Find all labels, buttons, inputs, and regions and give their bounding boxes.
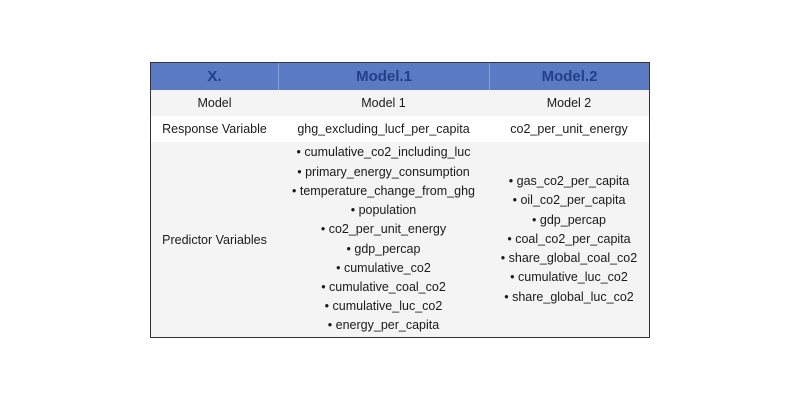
model1-predictor-list: cumulative_co2_including_luc primary_ene…	[292, 143, 475, 335]
list-item: temperature_change_from_ghg	[292, 182, 475, 201]
cell-model2-name: Model 2	[546, 96, 592, 110]
list-item: cumulative_luc_co2	[292, 297, 475, 316]
list-item: share_global_luc_co2	[501, 288, 637, 307]
list-item: energy_per_capita	[292, 316, 475, 335]
list-item: population	[292, 201, 475, 220]
header-cell-model2: Model.2	[489, 63, 649, 90]
table-row-response: Response Variable ghg_excluding_lucf_per…	[151, 116, 649, 142]
cell-model2-predictors: gas_co2_per_capita oil_co2_per_capita gd…	[489, 142, 649, 337]
row-label-model: Model	[197, 96, 232, 110]
list-item: gas_co2_per_capita	[501, 172, 637, 191]
cell-model2-response: co2_per_unit_energy	[510, 122, 628, 136]
model2-predictor-list: gas_co2_per_capita oil_co2_per_capita gd…	[501, 172, 638, 307]
list-item: gdp_percap	[501, 211, 637, 230]
list-item: cumulative_co2	[292, 259, 475, 278]
list-item: oil_co2_per_capita	[501, 191, 637, 210]
model-table: X. Model.1 Model.2 Model Model 1 Model 2…	[150, 62, 650, 338]
row-label-response: Response Variable	[162, 122, 267, 136]
list-item: gdp_percap	[292, 240, 475, 259]
list-item: co2_per_unit_energy	[292, 220, 475, 239]
list-item: share_global_coal_co2	[501, 249, 638, 268]
header-cell-model1: Model.1	[278, 63, 489, 90]
row-label-predictors: Predictor Variables	[162, 232, 267, 247]
table-row-model: Model Model 1 Model 2	[151, 90, 649, 116]
table-row-predictors: Predictor Variables cumulative_co2_inclu…	[151, 142, 649, 337]
header-cell-x: X.	[207, 68, 222, 85]
list-item: coal_co2_per_capita	[501, 230, 637, 249]
list-item: cumulative_luc_co2	[501, 268, 637, 287]
cell-model1-predictors: cumulative_co2_including_luc primary_ene…	[278, 142, 489, 337]
list-item: cumulative_co2_including_luc	[292, 143, 475, 162]
cell-model1-response: ghg_excluding_lucf_per_capita	[297, 122, 470, 136]
cell-model1-name: Model 1	[361, 96, 406, 110]
table-header-row: X. Model.1 Model.2	[151, 63, 649, 90]
list-item: cumulative_coal_co2	[292, 278, 475, 297]
list-item: primary_energy_consumption	[292, 163, 475, 182]
